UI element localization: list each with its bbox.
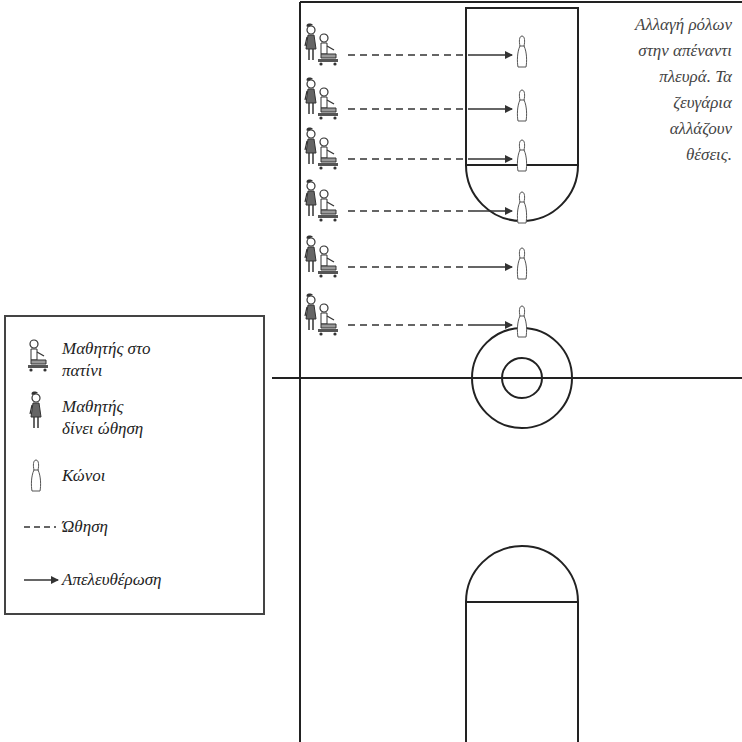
legend-cones: Κώνοι: [62, 465, 212, 487]
note-text: Αλλαγή ρόλων στην απέναντι πλευρά. Τα ζε…: [632, 12, 732, 168]
legend-student-skate: Μαθητής στο πατίνι: [62, 338, 158, 382]
legend-student-push: Μαθητής δίνει ώθηση: [62, 396, 158, 440]
legend-release: Απελευθέρωση: [62, 569, 252, 591]
legend-push: Ώθηση: [62, 516, 212, 538]
